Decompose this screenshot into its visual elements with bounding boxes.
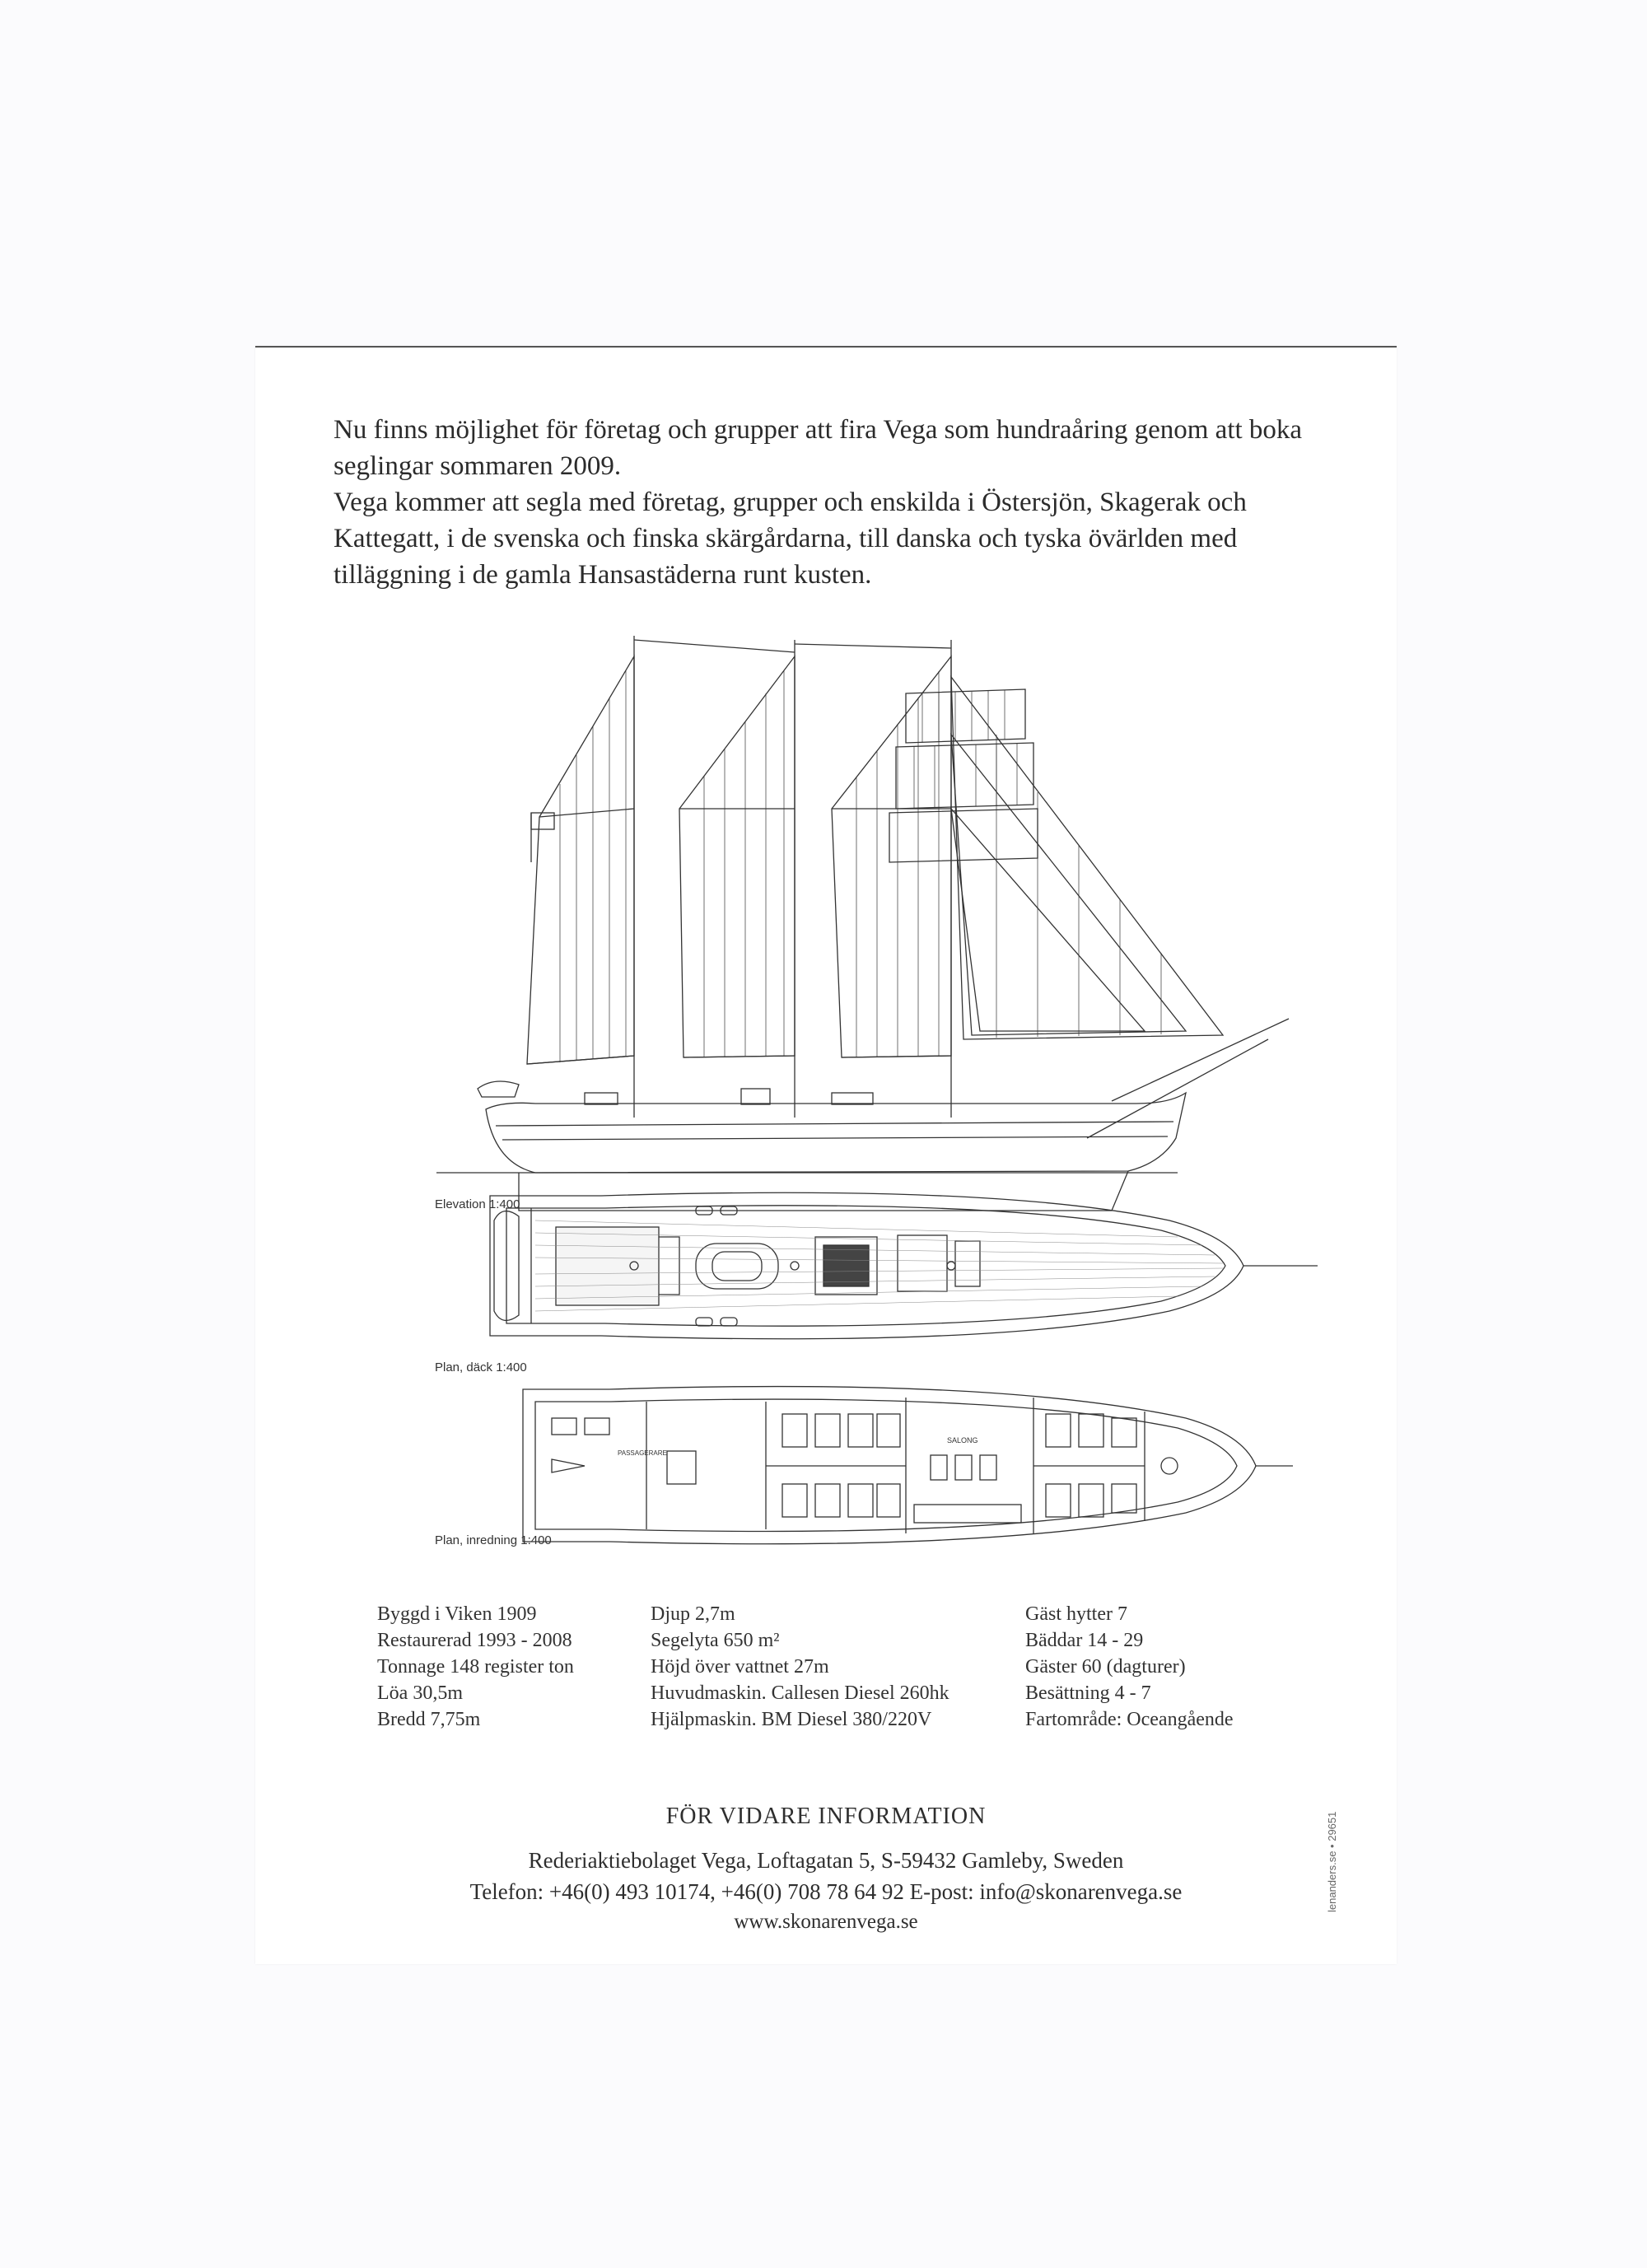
brochure-card: Nu finns möjlighet för företag och grupp… (255, 346, 1397, 1964)
spec-item: Gäst hytter 7 (1025, 1603, 1127, 1625)
spec-item: Restaurerad 1993 - 2008 (377, 1630, 572, 1651)
interior-plan-caption: Plan, inredning 1:400 (435, 1533, 552, 1547)
deck-plan-drawing (489, 1192, 1318, 1340)
spec-item: Gäster 60 (dagturer) (1025, 1656, 1186, 1678)
spec-item: Hjälpmaskin. BM Diesel 380/220V (651, 1709, 932, 1730)
specs-column-1: Byggd i Viken 1909 Restaurerad 1993 - 20… (377, 1601, 574, 1733)
contact-website: www.skonarenvega.se (734, 1911, 918, 1933)
ship-drawings: SALONG PASSAGERARE (436, 636, 1318, 1545)
ship-elevation-drawing (436, 636, 1290, 1211)
contact-phone-email: Telefon: +46(0) 493 10174, +46(0) 708 78… (469, 1879, 1183, 1904)
intro-text: Nu finns möjlighet för företag och grupp… (334, 412, 1330, 593)
interior-label-passagerare: PASSAGERARE (618, 1449, 667, 1457)
spec-item: Besättning 4 - 7 (1025, 1682, 1151, 1704)
interior-plan-drawing (522, 1385, 1293, 1545)
contact-address: Rederiaktiebolaget Vega, Loftagatan 5, S… (528, 1848, 1124, 1873)
spec-item: Höjd över vattnet 27m (651, 1656, 829, 1678)
specs-column-2: Djup 2,7m Segelyta 650 m² Höjd över vatt… (651, 1601, 949, 1733)
spec-item: Bredd 7,75m (377, 1709, 481, 1730)
elevation-caption: Elevation 1:400 (435, 1197, 520, 1211)
spec-item: Löa 30,5m (377, 1682, 463, 1704)
spec-item: Bäddar 14 - 29 (1025, 1630, 1144, 1651)
spec-item: Segelyta 650 m² (651, 1630, 780, 1651)
contact-heading: FÖR VIDARE INFORMATION (665, 1804, 987, 1829)
intro-paragraph-2: Vega kommer att segla med företag, grupp… (334, 488, 1247, 590)
spec-item: Fartområde: Oceangående (1025, 1709, 1234, 1730)
specs-column-3: Gäst hytter 7 Bäddar 14 - 29 Gäster 60 (… (1025, 1601, 1234, 1733)
interior-label-salong: SALONG (947, 1436, 978, 1444)
spec-item: Djup 2,7m (651, 1603, 735, 1625)
intro-paragraph-1: Nu finns möjlighet för företag och grupp… (334, 415, 1303, 481)
spec-item: Huvudmaskin. Callesen Diesel 260hk (651, 1682, 949, 1704)
deck-plan-caption: Plan, däck 1:400 (435, 1360, 527, 1374)
spec-item: Tonnage 148 register ton (377, 1656, 574, 1678)
spec-item: Byggd i Viken 1909 (377, 1603, 537, 1625)
print-mark: lenanders.se • 29651 (1326, 1811, 1338, 1912)
